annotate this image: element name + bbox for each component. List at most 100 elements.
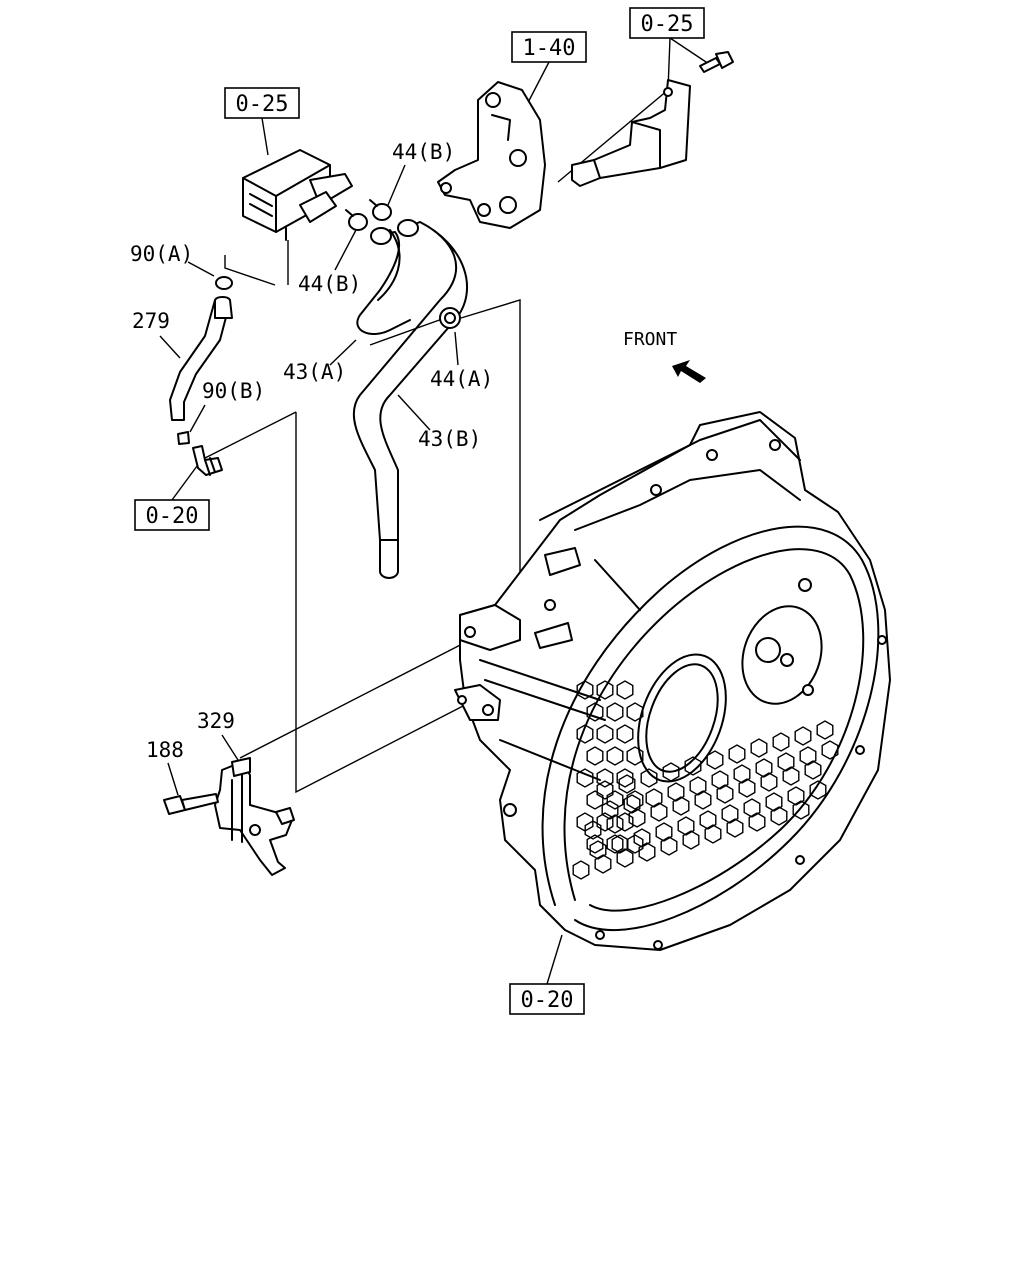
callout-90a[interactable]: 90(A) — [130, 242, 193, 266]
honeycomb-cell — [804, 760, 822, 780]
honeycomb-cell — [616, 848, 634, 868]
sheet-metal-bracket[interactable] — [571, 79, 691, 187]
honeycomb-cell — [638, 842, 656, 862]
honeycomb-cell — [596, 724, 614, 744]
honeycomb-cell — [821, 740, 839, 760]
ref-label: 0-25 — [641, 12, 694, 37]
ref-box-0-20-bottom[interactable]: 0-20 — [509, 983, 585, 1015]
flywheel-housing[interactable] — [454, 411, 891, 951]
clip-90b[interactable] — [177, 431, 190, 445]
honeycomb-cell — [606, 702, 624, 722]
honeycomb-cell — [601, 800, 619, 820]
honeycomb-cell — [672, 796, 690, 816]
honeycomb-cell — [628, 808, 646, 828]
honeycomb-cell — [689, 776, 707, 796]
honeycomb-cell — [728, 744, 746, 764]
honeycomb-cell — [584, 820, 602, 840]
honeycomb-cell — [594, 854, 612, 874]
honeycomb-cell — [586, 834, 604, 854]
honeycomb-cell — [586, 746, 604, 766]
honeycomb-cell — [576, 680, 594, 700]
callout-44b-top[interactable]: 44(B) — [392, 140, 455, 164]
honeycomb-cell — [667, 782, 685, 802]
honeycomb-cell — [650, 802, 668, 822]
front-indicator: FRONT — [623, 329, 706, 383]
callout-44b-mid[interactable]: 44(B) — [298, 272, 361, 296]
honeycomb-cell — [684, 756, 702, 776]
ref-box-0-25-top-right[interactable]: 0-25 — [629, 7, 705, 39]
ref-label: 0-20 — [521, 988, 574, 1013]
honeycomb-cell — [626, 790, 644, 810]
clamp-44b-mid[interactable] — [345, 209, 368, 231]
honeycomb-cell — [743, 798, 761, 818]
honeycomb-cell — [711, 770, 729, 790]
honeycomb-cell — [586, 702, 604, 722]
honeycomb-cell — [586, 790, 604, 810]
honeycomb-cell — [611, 834, 629, 854]
honeycomb-cell — [640, 768, 658, 788]
ref-label: 0-20 — [146, 504, 199, 529]
honeycomb-cell — [606, 814, 624, 834]
callout-43a[interactable]: 43(A) — [283, 360, 346, 384]
ref-label: 1-40 — [523, 36, 576, 61]
hose-279[interactable] — [169, 296, 233, 421]
upper-bracket[interactable] — [437, 81, 546, 229]
honeycomb-cell — [755, 758, 773, 778]
callout-44a[interactable]: 44(A) — [430, 367, 493, 391]
honeycomb-cell — [662, 762, 680, 782]
honeycomb-cell — [660, 836, 678, 856]
honeycomb-cell — [596, 768, 614, 788]
housing-honeycomb-ribs — [572, 680, 839, 880]
honeycomb-cell — [777, 752, 795, 772]
honeycomb-cell — [699, 810, 717, 830]
ref-box-0-20-left[interactable]: 0-20 — [134, 499, 210, 531]
honeycomb-cell — [616, 680, 634, 700]
honeycomb-cell — [623, 794, 641, 814]
honeycomb-cell — [750, 738, 768, 758]
hose-43b[interactable] — [352, 219, 469, 579]
clamp-44a[interactable] — [439, 307, 461, 329]
callout-43b[interactable]: 43(B) — [418, 427, 481, 451]
callout-329[interactable]: 329 — [197, 709, 235, 733]
callout-279[interactable]: 279 — [132, 309, 170, 333]
honeycomb-cell — [816, 720, 834, 740]
ref-box-0-25-left[interactable]: 0-25 — [224, 87, 300, 119]
ref-box-1-40[interactable]: 1-40 — [511, 31, 587, 63]
honeycomb-cell — [596, 780, 614, 800]
honeycomb-cell — [809, 780, 827, 800]
callout-90b[interactable]: 90(B) — [202, 379, 265, 403]
honeycomb-cell — [589, 840, 607, 860]
honeycomb-cell — [677, 816, 695, 836]
callout-188[interactable]: 188 — [146, 738, 184, 762]
honeycomb-cell — [606, 746, 624, 766]
honeycomb-cell — [616, 768, 634, 788]
honeycomb-cell — [616, 724, 634, 744]
honeycomb-cell — [716, 784, 734, 804]
honeycomb-cell — [704, 824, 722, 844]
front-arrow-icon — [672, 360, 706, 383]
hose-fitting[interactable] — [192, 445, 223, 476]
clip-90a[interactable] — [215, 276, 233, 290]
honeycomb-cell — [794, 726, 812, 746]
honeycomb-cell — [772, 732, 790, 752]
honeycomb-cell — [626, 746, 644, 766]
honeycomb-cell — [770, 806, 788, 826]
honeycomb-cell — [787, 786, 805, 806]
honeycomb-cell — [596, 680, 614, 700]
bracket-329[interactable] — [214, 757, 295, 876]
honeycomb-cell — [633, 828, 651, 848]
bolt-188[interactable] — [163, 793, 219, 815]
front-label: FRONT — [623, 329, 677, 350]
honeycomb-cell — [572, 860, 590, 880]
honeycomb-cell — [733, 764, 751, 784]
clamp-44b-top[interactable] — [369, 199, 392, 221]
honeycomb-cell — [645, 788, 663, 808]
pressure-sensor[interactable] — [242, 149, 353, 241]
bolt-top-right[interactable] — [699, 51, 734, 73]
ref-label: 0-25 — [236, 92, 289, 117]
hose-43a[interactable] — [356, 227, 411, 335]
honeycomb-cell — [616, 812, 634, 832]
honeycomb-cell — [618, 774, 636, 794]
honeycomb-cell — [576, 768, 594, 788]
